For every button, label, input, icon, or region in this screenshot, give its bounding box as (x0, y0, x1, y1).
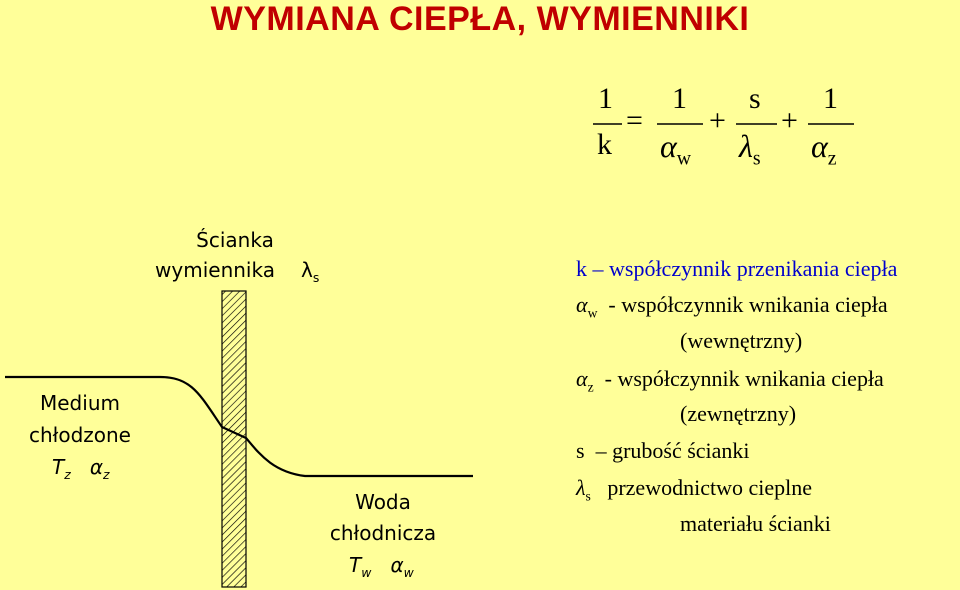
temperature-profile (5, 375, 473, 478)
cooling-water-params: Tw αw (349, 553, 414, 580)
formula-plus-1: + (709, 104, 726, 137)
legend-s: s – grubość ścianki (576, 438, 750, 463)
wall-conductivity-label: λs (301, 258, 320, 285)
cooled-medium-line1: Medium (40, 391, 120, 415)
cooled-medium-line2: chłodzone (28, 423, 131, 447)
legend-lambda-s: λs przewodnictwo cieplne (576, 475, 812, 504)
legend-alpha-z-note: (zewnętrzny) (680, 401, 797, 426)
legend-alpha-w-note: (wewnętrzny) (680, 328, 803, 353)
cooling-water-line2: chłodnicza (329, 521, 437, 545)
formula-term3-numerator: 1 (823, 82, 838, 115)
formula-term1-numerator: 1 (672, 82, 687, 115)
wall-label-line2: wymiennika (155, 258, 275, 282)
formula-term1-denominator: αw (660, 128, 692, 170)
cooled-medium-params: Tz αz (52, 455, 110, 482)
formula-lhs-denominator: k (597, 128, 612, 161)
legend-k: k – współczynnik przenikania ciepła (576, 256, 898, 281)
legend-alpha-w: αw - współczynnik wnikania ciepła (576, 292, 888, 321)
formula-equals: = (626, 104, 643, 137)
page-title: WYMIANA CIEPŁA, WYMIENNIKI (210, 0, 750, 38)
formula-term2-denominator: λs (739, 128, 761, 170)
formula-term3-denominator: αz (811, 128, 837, 170)
formula-lhs-numerator: 1 (598, 82, 613, 115)
formula-plus-2: + (781, 104, 798, 137)
wall-label-line1: Ścianka (196, 228, 274, 252)
formula-term2-numerator: s (749, 82, 761, 115)
cooling-water-line1: Woda (355, 490, 411, 514)
exchanger-wall (221, 290, 247, 588)
legend-lambda-s-note: materiału ścianki (680, 511, 831, 536)
legend-alpha-z: αz - współczynnik wnikania ciepła (576, 366, 884, 395)
